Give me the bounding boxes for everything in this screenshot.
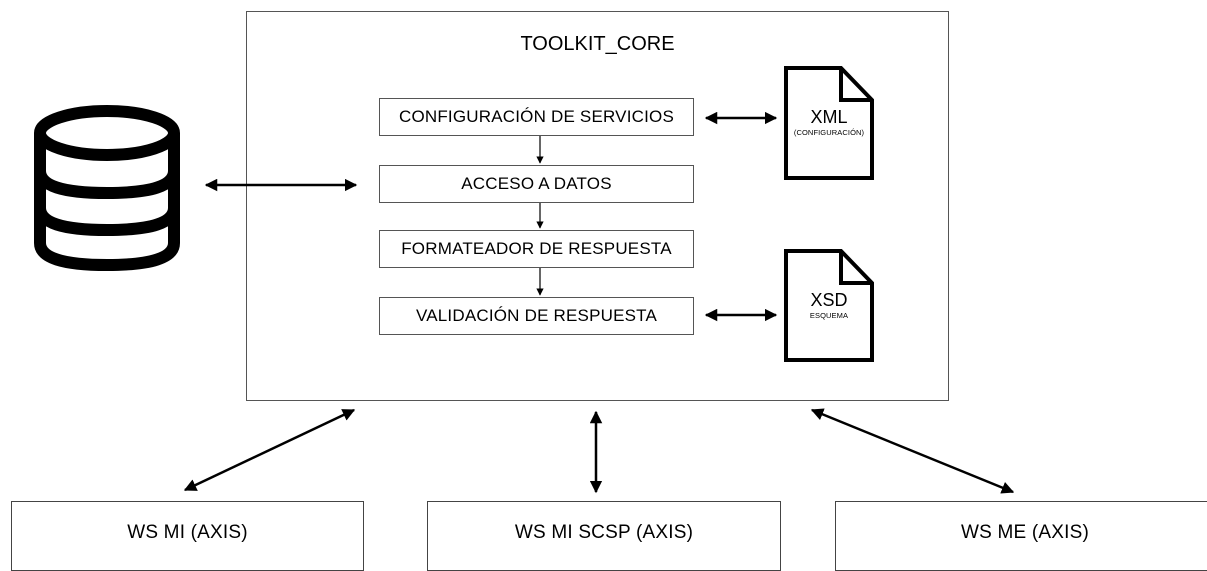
- step-acceso-datos: ACCESO A DATOS: [379, 165, 694, 203]
- xsd-document-icon: [784, 249, 874, 362]
- xml-document-icon: [784, 66, 874, 180]
- xml-subtitle: (CONFIGURACIÓN): [793, 128, 865, 137]
- arrow-core-ws-mi: [183, 408, 356, 492]
- xml-title: XML: [810, 107, 848, 127]
- xml-document-label: XML (CONFIGURACIÓN): [786, 107, 872, 137]
- database-icon: [34, 105, 180, 272]
- arrow-core-ws-me: [810, 408, 1015, 494]
- toolkit-core-title: TOOLKIT_CORE: [520, 33, 675, 55]
- step-configuracion-servicios: CONFIGURACIÓN DE SERVICIOS: [379, 98, 694, 136]
- xsd-document-label: XSD ESQUEMA: [786, 290, 872, 320]
- xsd-subtitle: ESQUEMA: [809, 311, 849, 320]
- step-validacion-respuesta: VALIDACIÓN DE RESPUESTA: [379, 297, 694, 335]
- step-formateador-respuesta: FORMATEADOR DE RESPUESTA: [379, 230, 694, 268]
- diagram-connectors: [34, 66, 1015, 494]
- xsd-title: XSD: [810, 290, 848, 310]
